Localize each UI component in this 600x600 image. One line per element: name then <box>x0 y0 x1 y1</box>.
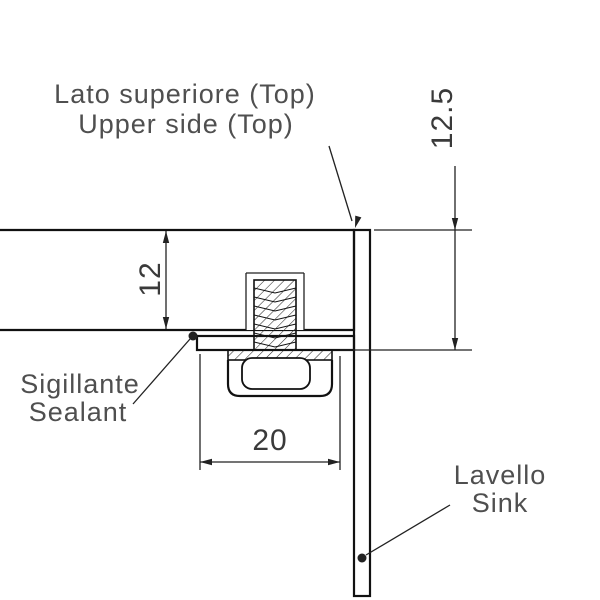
screw-hole-outline <box>245 272 305 330</box>
label-sink: Lavello Sink <box>357 460 547 563</box>
label-sealant: Sigillante Sealant <box>20 331 198 427</box>
dimension-flange-width-value: 20 <box>252 424 287 457</box>
arrow-down-icon <box>451 338 459 350</box>
dimension-text-mask <box>131 244 163 314</box>
arrow-left-icon <box>200 458 212 466</box>
leader-line <box>328 145 353 222</box>
dimension-rim-depth: 12.5 <box>340 87 472 351</box>
leader-line <box>132 338 191 405</box>
countertop-section <box>0 228 356 332</box>
screw-shaft <box>253 279 297 351</box>
screw <box>253 279 297 351</box>
leader-line <box>365 504 451 556</box>
sink-marker-dot <box>357 553 367 563</box>
dimension-top-thickness-value: 12 <box>134 261 167 296</box>
sink-wall <box>352 228 372 598</box>
dimension-rim-depth-value: 12.5 <box>426 87 459 149</box>
dimension-top-thickness: 12 <box>131 231 170 329</box>
dimension-flange-width: 20 <box>199 354 341 470</box>
screw-head <box>241 357 311 390</box>
arrow-up-icon <box>162 231 170 243</box>
sealant-marker-dot <box>188 331 198 341</box>
label-sink-line2: Sink <box>472 488 529 518</box>
clip-body <box>226 360 334 398</box>
arrow-right-icon <box>328 458 340 466</box>
leader-arrow-icon <box>355 215 362 228</box>
label-top-side-line2: Upper side (Top) <box>78 109 294 139</box>
label-top-side: Lato superiore (Top) Upper side (Top) <box>54 79 362 228</box>
label-sealant-line2: Sealant <box>29 397 128 427</box>
arrow-down-icon <box>162 317 170 329</box>
screw-threads <box>253 287 297 348</box>
label-top-side-line1: Lato superiore (Top) <box>54 79 316 109</box>
label-sink-line1: Lavello <box>454 460 547 490</box>
label-sealant-line1: Sigillante <box>20 369 140 399</box>
arrow-down-icon <box>451 218 459 230</box>
mounting-clip <box>226 349 334 398</box>
